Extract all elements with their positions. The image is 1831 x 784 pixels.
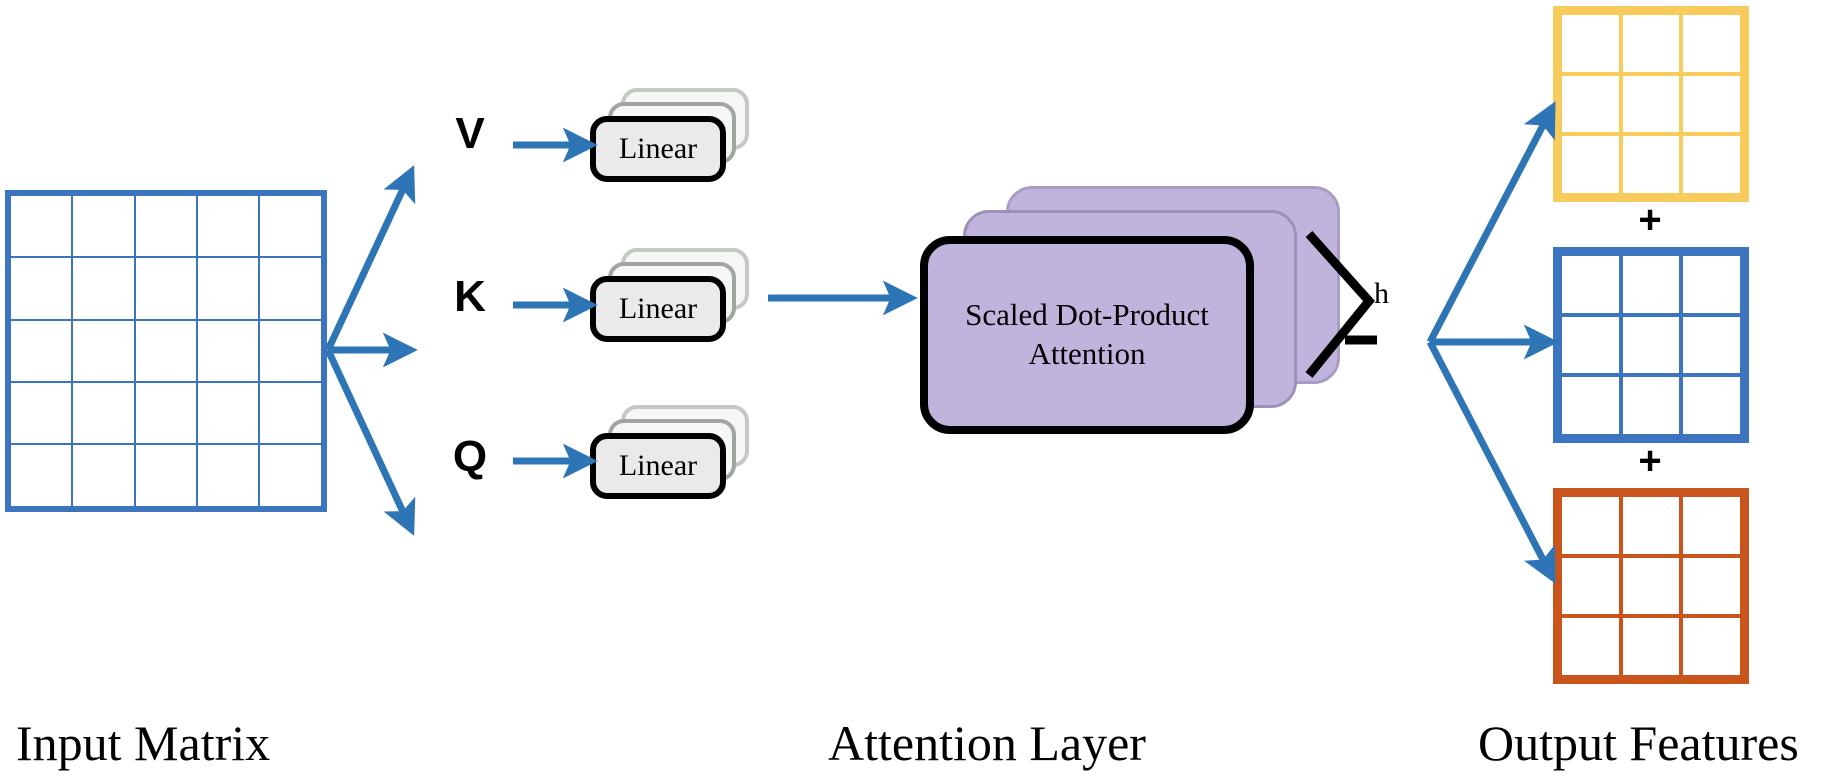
arrow-to-output-orange <box>1426 340 1556 584</box>
input-matrix-cell <box>133 380 199 446</box>
linear-block-v: Linear <box>590 88 755 183</box>
projection-label-q: Q <box>452 432 488 481</box>
linear-block-q: Linear <box>590 405 755 500</box>
output-matrix-orange <box>1553 488 1749 684</box>
input-matrix-cell <box>8 193 74 259</box>
input-matrix <box>5 190 327 512</box>
output-cell <box>1558 252 1623 317</box>
input-matrix-cell <box>195 443 261 509</box>
input-matrix-cell <box>133 256 199 322</box>
output-cell <box>1558 373 1623 438</box>
input-matrix-cell <box>195 318 261 384</box>
scaled-dot-product-attention-box: Scaled Dot-Product Attention <box>920 236 1254 434</box>
output-cell <box>1618 71 1684 137</box>
output-fanout-arrows <box>1426 101 1559 584</box>
attention-label-line2: Attention <box>1028 336 1146 371</box>
output-cell <box>1679 614 1744 679</box>
attention-block: Scaled Dot-Product Attention <box>920 186 1340 436</box>
input-matrix-cell <box>71 193 137 259</box>
caption-input-matrix: Input Matrix <box>16 715 271 771</box>
arrow-input-to-q <box>324 348 416 536</box>
output-cell <box>1558 493 1623 558</box>
input-matrix-cell <box>258 318 324 384</box>
input-matrix-cell <box>133 443 199 509</box>
input-matrix-cell <box>8 380 74 446</box>
arrow-input-to-v <box>324 165 416 352</box>
output-cell <box>1679 553 1744 619</box>
input-matrix-cell <box>195 256 261 322</box>
projection-label-v: V <box>455 109 485 158</box>
input-matrix-cell <box>258 443 324 509</box>
projection-label-k: K <box>454 272 486 321</box>
heads-count-label: h <box>1374 277 1389 310</box>
output-cell <box>1618 553 1684 619</box>
output-cell <box>1558 312 1623 378</box>
output-cell <box>1618 373 1684 438</box>
plus-operator-2: + <box>1638 439 1662 483</box>
output-cell <box>1679 312 1744 378</box>
plus-operator-1: + <box>1638 198 1662 242</box>
input-matrix-cell <box>8 443 74 509</box>
caption-output-features: Output Features <box>1478 715 1799 771</box>
output-cell <box>1558 132 1623 197</box>
arrow-to-output-yellow <box>1426 101 1556 344</box>
output-cell <box>1618 252 1684 317</box>
output-cell <box>1618 132 1684 197</box>
linear-block-k: Linear <box>590 248 755 343</box>
caption-attention-layer: Attention Layer <box>828 715 1146 771</box>
input-matrix-cell <box>8 318 74 384</box>
output-cell <box>1558 614 1623 679</box>
input-matrix-cell <box>258 256 324 322</box>
input-matrix-cell <box>71 256 137 322</box>
linear-box-q: Linear <box>590 433 726 499</box>
output-matrix-yellow <box>1553 6 1749 202</box>
input-matrix-cell <box>133 193 199 259</box>
output-cell <box>1679 11 1744 76</box>
input-matrix-cell <box>133 318 199 384</box>
attention-label-line1: Scaled Dot-Product <box>965 297 1209 333</box>
output-cell <box>1679 252 1744 317</box>
output-cell <box>1618 493 1684 558</box>
linear-box-v: Linear <box>590 116 726 182</box>
output-cell <box>1679 493 1744 558</box>
qkv-to-linear-arrows <box>513 127 598 479</box>
output-cell <box>1618 312 1684 378</box>
output-matrix-blue <box>1553 247 1749 443</box>
output-cell <box>1558 553 1623 619</box>
input-matrix-cell <box>8 256 74 322</box>
input-matrix-cell <box>71 443 137 509</box>
output-cell <box>1618 614 1684 679</box>
output-cell <box>1618 11 1684 76</box>
input-matrix-cell <box>71 318 137 384</box>
input-matrix-cell <box>258 380 324 446</box>
output-cell <box>1558 71 1623 137</box>
linear-box-k: Linear <box>590 276 726 342</box>
input-matrix-cell <box>195 193 261 259</box>
input-matrix-cell <box>258 193 324 259</box>
input-fanout-arrows <box>324 165 418 536</box>
input-matrix-cell <box>71 380 137 446</box>
output-cell <box>1558 11 1623 76</box>
input-matrix-cell <box>195 380 261 446</box>
output-cell <box>1679 132 1744 197</box>
output-cell <box>1679 71 1744 137</box>
output-cell <box>1679 373 1744 438</box>
